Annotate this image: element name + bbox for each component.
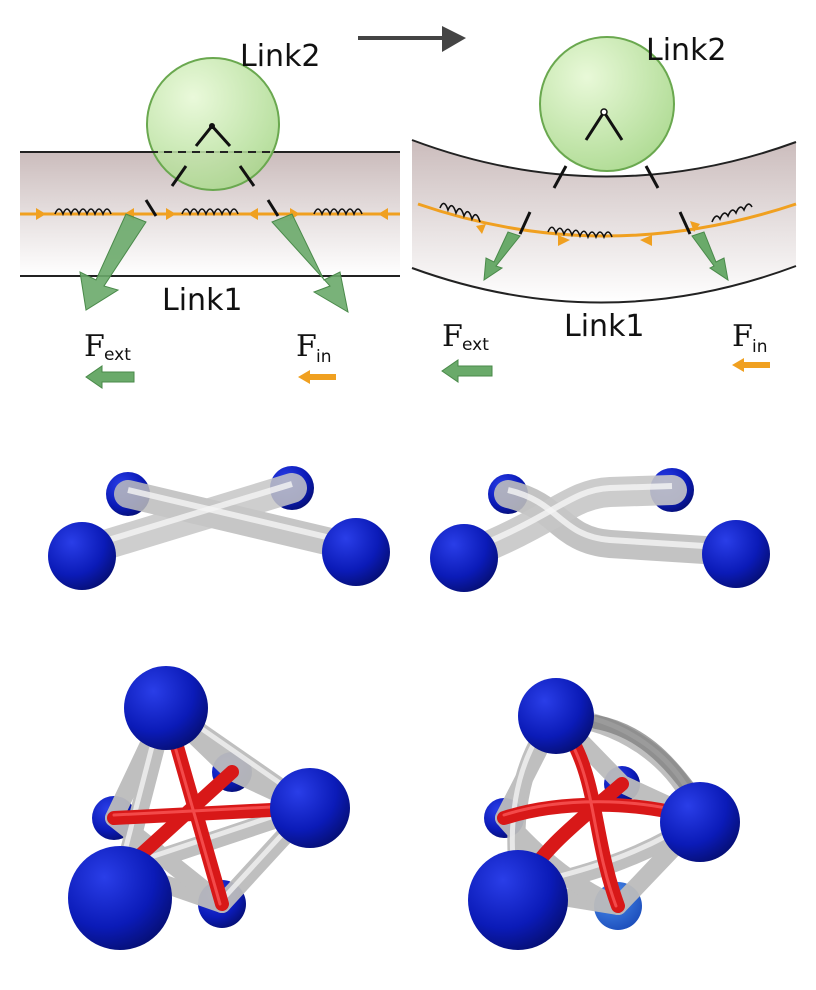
fext-label: F — [84, 329, 105, 364]
spring-coil — [54, 208, 112, 217]
node-front-left — [48, 522, 116, 590]
node-front — [468, 850, 568, 950]
fext-subscript: ext — [462, 335, 489, 355]
fin-subscript: in — [752, 337, 768, 357]
external-force-arrow-left — [483, 231, 521, 281]
link1-label: Link1 — [564, 309, 645, 344]
hinge-pivot — [209, 123, 215, 129]
fin-label: F — [296, 329, 317, 364]
fext-legend-arrow — [85, 365, 135, 389]
crossing-links-before — [48, 466, 390, 590]
node-front — [660, 782, 740, 862]
link2-label: Link2 — [646, 33, 727, 68]
external-force-arrow-right — [271, 213, 349, 313]
link1-bottom-edge-bent — [411, 265, 797, 304]
fin-label: F — [732, 319, 753, 354]
fext-subscript: ext — [104, 345, 131, 365]
spring-coil — [547, 226, 613, 240]
spring-coil — [181, 208, 239, 217]
external-force-arrow-left — [79, 213, 147, 311]
link1-band-bent — [412, 140, 796, 303]
node-front-left — [430, 524, 498, 592]
spring-coil — [439, 202, 481, 223]
transition-arrow — [358, 26, 466, 52]
node-front — [270, 768, 350, 848]
node-front — [124, 666, 208, 750]
spring-coil — [711, 203, 753, 223]
link-tube-straight — [114, 480, 370, 562]
node-front-right — [322, 518, 390, 586]
external-force-arrow-right — [691, 231, 729, 282]
spring-chain — [417, 202, 797, 246]
contact-leg-left — [552, 165, 568, 189]
crossing-links-after — [430, 468, 770, 592]
link-tube-straight — [67, 473, 307, 567]
contact-leg-right — [238, 165, 256, 187]
link-tube-bent — [449, 475, 687, 571]
panel-before: Link2 Link1 F ext F in — [20, 39, 400, 389]
node-front — [518, 678, 594, 754]
tensegrity-after — [468, 678, 740, 950]
link1-top-edge-bent — [411, 139, 797, 178]
fin-subscript: in — [316, 347, 332, 367]
fin-legend-arrow — [732, 358, 770, 372]
link1-label: Link1 — [162, 283, 243, 318]
spring-coil — [313, 208, 363, 217]
contact-leg-left — [170, 165, 188, 187]
fext-label: F — [442, 319, 463, 354]
fin-legend-arrow — [298, 370, 336, 384]
link2-label: Link2 — [240, 39, 321, 74]
panel-after: Link2 Link1 F ext F in — [411, 33, 797, 383]
link2-ball — [539, 36, 675, 172]
tensegrity-before — [68, 666, 350, 950]
node-front — [68, 846, 172, 950]
hinge-pivot — [600, 108, 608, 116]
node-front-right — [702, 520, 770, 588]
contact-leg-right — [644, 165, 660, 189]
fext-legend-arrow — [441, 359, 493, 383]
